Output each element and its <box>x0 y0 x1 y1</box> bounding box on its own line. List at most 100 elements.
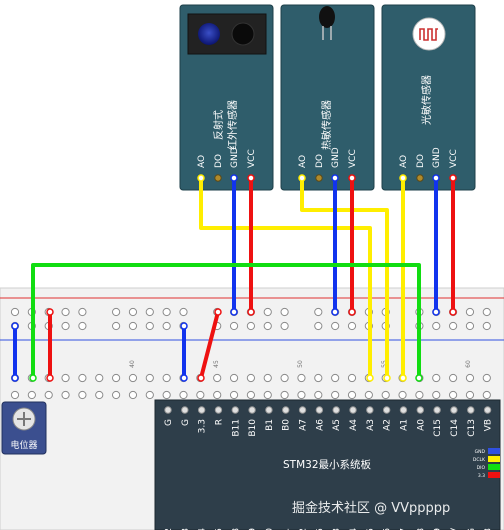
breadboard-hole[interactable] <box>112 321 121 331</box>
mcu-pin[interactable] <box>467 406 475 414</box>
breadboard-hole[interactable] <box>128 321 138 331</box>
potentiometer[interactable]: 电位器 <box>1 401 47 455</box>
breadboard-hole[interactable] <box>145 390 154 400</box>
breadboard-hole[interactable] <box>314 307 323 317</box>
wire-pot-signal[interactable] <box>31 263 421 380</box>
breadboard-hole[interactable] <box>482 390 491 400</box>
swd-pin[interactable] <box>488 448 500 454</box>
breadboard-hole[interactable] <box>78 373 87 383</box>
breadboard-hole[interactable] <box>280 373 289 383</box>
breadboard-hole[interactable] <box>61 373 70 383</box>
mcu-pin[interactable] <box>433 406 441 414</box>
breadboard-hole[interactable] <box>263 390 272 400</box>
breadboard-hole[interactable] <box>465 390 475 400</box>
breadboard-hole[interactable] <box>398 390 407 400</box>
breadboard-hole[interactable] <box>314 373 323 383</box>
breadboard-hole[interactable] <box>162 307 171 317</box>
breadboard-hole[interactable] <box>432 390 441 400</box>
breadboard-hole[interactable] <box>482 307 491 317</box>
module-pin[interactable] <box>315 174 323 182</box>
breadboard-hole[interactable] <box>10 307 20 317</box>
breadboard-hole[interactable] <box>162 373 171 383</box>
breadboard-hole[interactable] <box>112 373 121 383</box>
breadboard-hole[interactable] <box>196 390 205 400</box>
breadboard-hole[interactable] <box>162 321 171 331</box>
breadboard-hole[interactable] <box>280 307 289 317</box>
swd-pin[interactable] <box>488 456 500 462</box>
mcu-pin[interactable] <box>197 406 206 414</box>
mcu-pin[interactable] <box>349 406 357 414</box>
module-pin[interactable] <box>416 174 424 182</box>
mcu-pin[interactable] <box>282 406 290 414</box>
breadboard-hole[interactable] <box>246 373 255 383</box>
breadboard-hole[interactable] <box>246 390 255 400</box>
breadboard-hole[interactable] <box>229 373 239 383</box>
breadboard-hole[interactable] <box>27 390 36 400</box>
breadboard-hole[interactable] <box>465 321 475 331</box>
breadboard-hole[interactable] <box>263 307 272 317</box>
breadboard-hole[interactable] <box>432 321 441 331</box>
breadboard-hole[interactable] <box>415 390 424 400</box>
mcu-pin[interactable] <box>298 406 307 414</box>
mcu-pin[interactable] <box>483 406 492 414</box>
mcu-pin[interactable] <box>416 406 424 414</box>
breadboard-hole[interactable] <box>465 373 475 383</box>
breadboard-hole[interactable] <box>145 307 154 317</box>
breadboard-hole[interactable] <box>263 321 272 331</box>
mcu-pin[interactable] <box>181 406 189 414</box>
breadboard-hole[interactable] <box>95 390 104 400</box>
breadboard-hole[interactable] <box>314 390 323 400</box>
breadboard-hole[interactable] <box>95 373 104 383</box>
breadboard-hole[interactable] <box>61 321 70 331</box>
breadboard-hole[interactable] <box>78 390 87 400</box>
breadboard-hole[interactable] <box>145 373 154 383</box>
module-pin[interactable] <box>214 174 222 182</box>
breadboard-hole[interactable] <box>179 390 188 400</box>
breadboard-hole[interactable] <box>213 373 222 383</box>
breadboard-hole[interactable] <box>449 321 458 331</box>
mcu-pin[interactable] <box>332 406 340 414</box>
swd-pin[interactable] <box>488 464 500 470</box>
breadboard-hole[interactable] <box>347 373 357 383</box>
breadboard-hole[interactable] <box>364 390 373 400</box>
breadboard-hole[interactable] <box>213 390 222 400</box>
breadboard-hole[interactable] <box>280 321 289 331</box>
breadboard-hole[interactable] <box>128 307 138 317</box>
breadboard-hole[interactable] <box>112 390 121 400</box>
mcu-pin[interactable] <box>248 406 256 414</box>
breadboard-hole[interactable] <box>331 390 340 400</box>
breadboard-hole[interactable] <box>432 373 441 383</box>
mcu-pin[interactable] <box>399 406 408 414</box>
breadboard-hole[interactable] <box>78 307 87 317</box>
breadboard-hole[interactable] <box>331 373 340 383</box>
breadboard-hole[interactable] <box>381 390 390 400</box>
breadboard-hole[interactable] <box>280 390 289 400</box>
mcu-pin[interactable] <box>265 406 273 414</box>
breadboard-hole[interactable] <box>10 390 20 400</box>
mcu-pin[interactable] <box>366 406 374 414</box>
swd-pin[interactable] <box>488 472 500 478</box>
breadboard-hole[interactable] <box>128 390 138 400</box>
mcu-pin[interactable] <box>214 406 223 414</box>
breadboard-hole[interactable] <box>331 321 340 331</box>
mcu-pin[interactable] <box>382 406 391 414</box>
breadboard-hole[interactable] <box>246 321 255 331</box>
breadboard-hole[interactable] <box>449 373 458 383</box>
breadboard-hole[interactable] <box>465 307 475 317</box>
breadboard-hole[interactable] <box>179 307 188 317</box>
breadboard-hole[interactable] <box>44 390 53 400</box>
breadboard-hole[interactable] <box>128 373 138 383</box>
breadboard-hole[interactable] <box>347 321 357 331</box>
mcu-pin[interactable] <box>231 406 239 414</box>
wire-thermo-ao[interactable] <box>300 176 389 380</box>
breadboard-hole[interactable] <box>314 321 323 331</box>
breadboard-hole[interactable] <box>61 390 70 400</box>
mcu-pin[interactable] <box>164 406 172 414</box>
breadboard-hole[interactable] <box>449 390 458 400</box>
breadboard-hole[interactable] <box>347 390 357 400</box>
breadboard-hole[interactable] <box>482 321 491 331</box>
breadboard-hole[interactable] <box>297 373 306 383</box>
breadboard-hole[interactable] <box>229 390 239 400</box>
wire-vcc-jumper-mid[interactable] <box>199 310 220 380</box>
breadboard-hole[interactable] <box>229 321 239 331</box>
